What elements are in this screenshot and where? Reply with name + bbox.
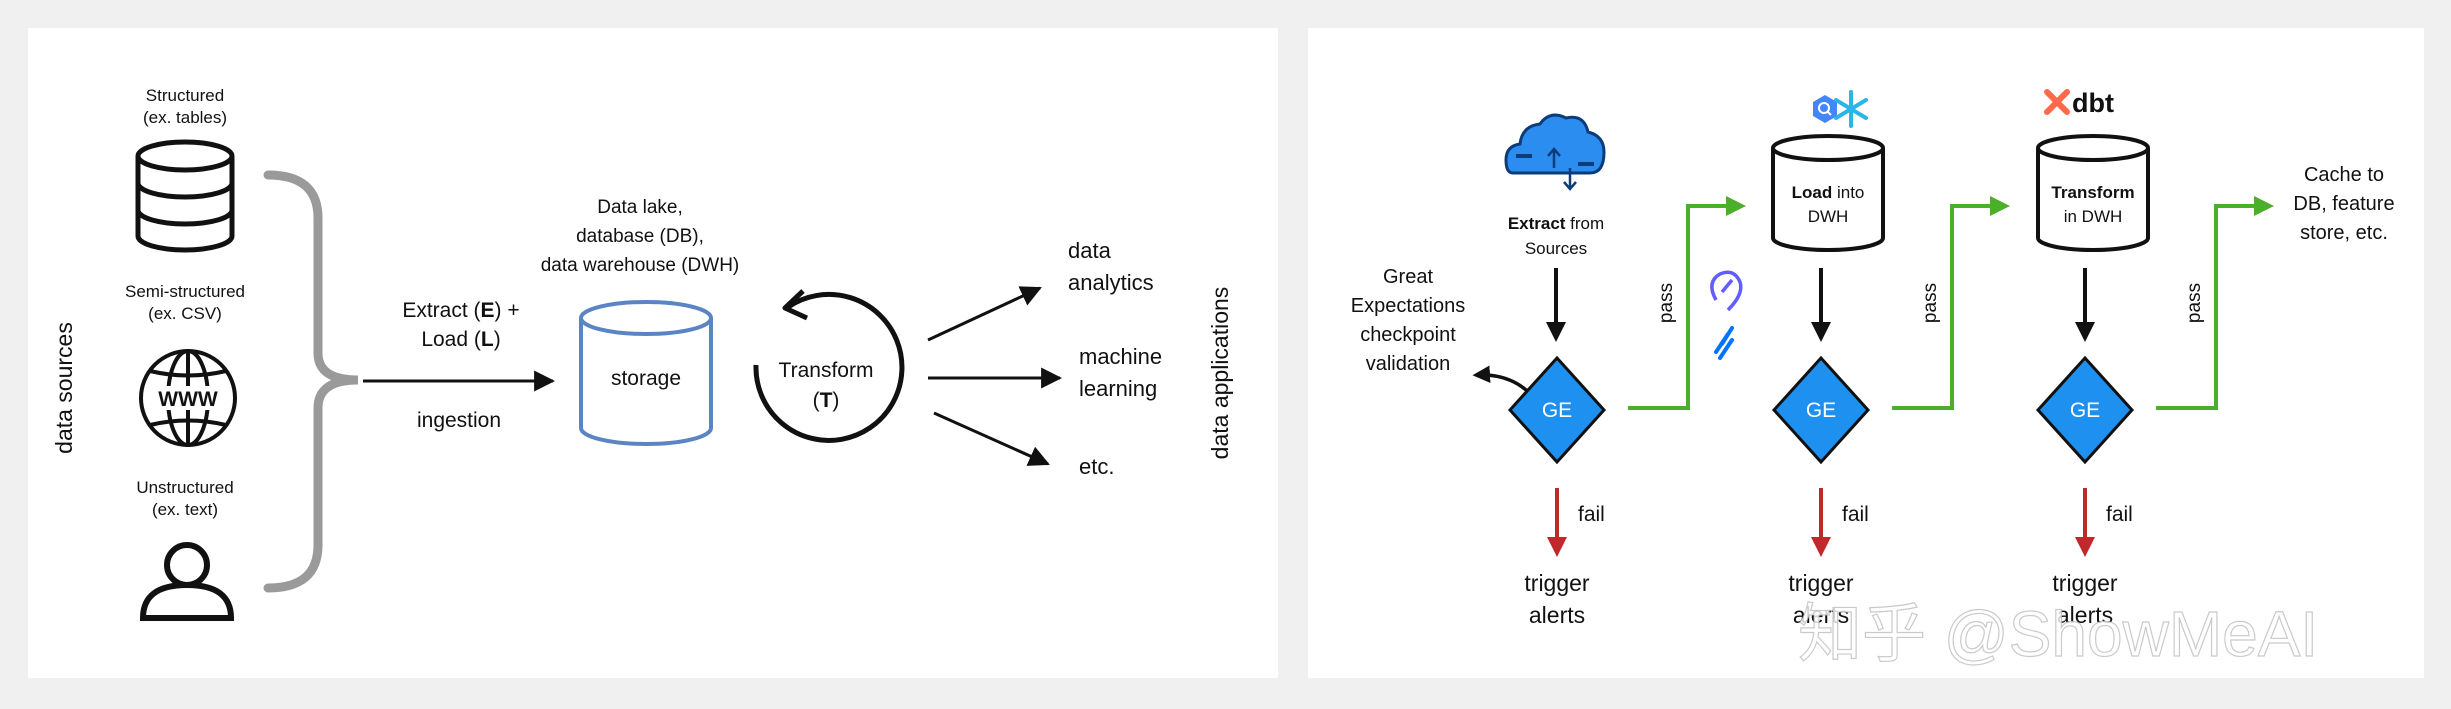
- extract-load-label: Extract (E) + Load (L): [402, 299, 519, 351]
- ge-gate-2-label: GE: [1806, 399, 1836, 422]
- stage3-pass-label: pass: [2184, 283, 2205, 323]
- cache-line2: DB, feature: [2293, 193, 2394, 215]
- source-semistructured-subtitle: (ex. CSV): [148, 304, 222, 323]
- watermark: 知乎 @ShowMeAI: [1797, 597, 2318, 670]
- source-semistructured-title: Semi-structured: [125, 282, 245, 301]
- storage-desc-line3: data warehouse (DWH): [541, 255, 740, 276]
- output-analytics-line2: analytics: [1068, 270, 1154, 295]
- dbt-logo-icon: [2044, 89, 2070, 115]
- output-arrow-analytics: [927, 286, 1042, 342]
- fivetran-logo-icon: [1714, 326, 1734, 360]
- ge-gate-1: [1507, 355, 1607, 465]
- cloud-upload-icon: [1504, 113, 1606, 191]
- output-arrow-etc: [933, 411, 1050, 466]
- ge-gate-1-label: GE: [1542, 399, 1572, 422]
- transform-cylinder: [2036, 134, 2150, 252]
- storage-desc-line2: database (DB),: [576, 226, 704, 247]
- data-sources-label: data sources: [51, 322, 77, 454]
- transform-cycle-arrow: [753, 291, 905, 443]
- output-etc: etc.: [1079, 454, 1114, 479]
- database-icon: [135, 139, 235, 253]
- storage-desc-line1: Data lake,: [597, 197, 683, 218]
- snowflake-logo-icon: [1834, 90, 1868, 128]
- great-expectations-line1: Great: [1383, 266, 1433, 288]
- stage1-alert-line2: alerts: [1529, 602, 1585, 628]
- transform-label-line2: (T): [813, 389, 840, 412]
- stage3-fail-label: fail: [2106, 503, 2133, 526]
- cache-line3: store, etc.: [2300, 222, 2388, 244]
- elt-overview-diagram: data sources data applications Structure…: [51, 86, 1233, 621]
- stage1-fail-label: fail: [1578, 503, 1605, 526]
- output-ml-line1: machine: [1079, 344, 1162, 369]
- great-expectations-line4: validation: [1366, 353, 1451, 375]
- ge-gate-3: [2035, 355, 2135, 465]
- extract-step-line2: Sources: [1525, 239, 1587, 258]
- stage1-pass-arrow: [1628, 196, 1746, 410]
- load-step-line2: DWH: [1808, 207, 1849, 226]
- svg-text:知乎 @ShowMeAI: 知乎 @ShowMeAI: [1798, 598, 2318, 670]
- user-icon: [139, 542, 235, 621]
- storage-cylinder: [579, 300, 713, 446]
- storage-label: storage: [611, 367, 681, 390]
- sources-brace: [263, 170, 359, 593]
- svg-text:Extract (E) +: Extract (E) +: [402, 299, 519, 322]
- airbyte-logo-icon: [1710, 270, 1743, 312]
- stage2-pass-arrow: [1892, 196, 2010, 410]
- extract-step-line1: Extract from: [1508, 214, 1604, 233]
- source-unstructured-subtitle: (ex. text): [152, 500, 218, 519]
- ingestion-label: ingestion: [417, 409, 501, 432]
- bigquery-logo-icon: [1813, 95, 1837, 123]
- data-quality-pipeline-diagram: Extract from Sources Great Expectations …: [1351, 88, 2395, 671]
- source-structured-subtitle: (ex. tables): [143, 108, 227, 127]
- source-structured-title: Structured: [146, 86, 224, 105]
- stage2-alert-line2: alerts: [1793, 602, 1849, 628]
- source-unstructured-title: Unstructured: [136, 478, 233, 497]
- stage2-alert-line1: trigger: [1788, 570, 1854, 596]
- stage3-pass-arrow: [2156, 196, 2274, 410]
- dbt-logo-text: dbt: [2072, 88, 2114, 118]
- ge-gate-2: [1771, 355, 1871, 465]
- transform-cycle-arrowhead: [782, 289, 809, 321]
- stage3-alert-line1: trigger: [2052, 570, 2118, 596]
- stage2-pass-label: pass: [1920, 283, 1941, 323]
- stage1-pass-label: pass: [1656, 283, 1677, 323]
- load-cylinder: [1771, 134, 1885, 252]
- transform-step-line2: in DWH: [2064, 207, 2123, 226]
- data-applications-label: data applications: [1207, 287, 1233, 460]
- stage1-alert-line1: trigger: [1524, 570, 1590, 596]
- ge-gate-3-label: GE: [2070, 399, 2100, 422]
- output-analytics-line1: data: [1068, 238, 1112, 263]
- stage2-fail-label: fail: [1842, 503, 1869, 526]
- load-step-line1: Load into: [1792, 183, 1865, 202]
- data-quality-pipeline-panel: Extract from Sources Great Expectations …: [1308, 28, 2424, 678]
- globe-www-icon: [139, 349, 237, 447]
- svg-text:Load (L): Load (L): [421, 328, 500, 351]
- great-expectations-line3: checkpoint: [1360, 324, 1456, 346]
- stage3-alert-line2: alerts: [2057, 602, 2113, 628]
- transform-label-line1: Transform: [779, 359, 874, 382]
- globe-www-text: WWW: [158, 388, 218, 411]
- transform-step-line1: Transform: [2051, 183, 2134, 202]
- cache-line1: Cache to: [2304, 164, 2384, 186]
- output-ml-line2: learning: [1079, 376, 1157, 401]
- great-expectations-line2: Expectations: [1351, 295, 1466, 317]
- elt-overview-panel: data sources data applications Structure…: [28, 28, 1278, 678]
